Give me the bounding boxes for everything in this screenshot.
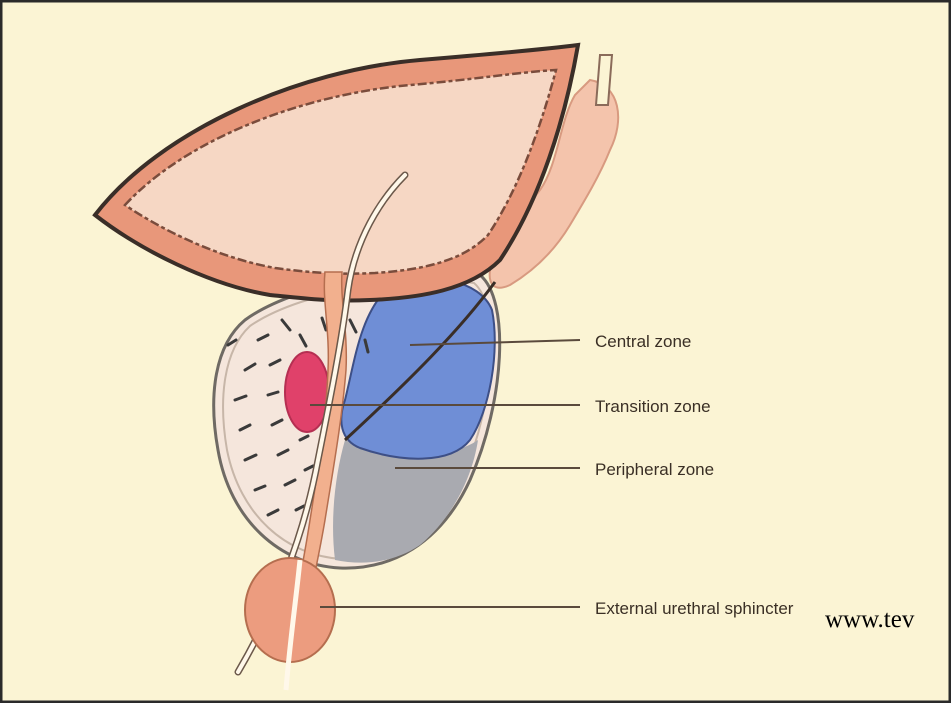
label-external-urethral-sphincter: External urethral sphincter (595, 599, 794, 618)
label-peripheral-zone: Peripheral zone (595, 460, 714, 479)
vas-deferens-tube (596, 55, 612, 105)
label-central-zone: Central zone (595, 332, 691, 351)
label-transition-zone: Transition zone (595, 397, 711, 416)
watermark-text: www.tev (825, 606, 915, 633)
